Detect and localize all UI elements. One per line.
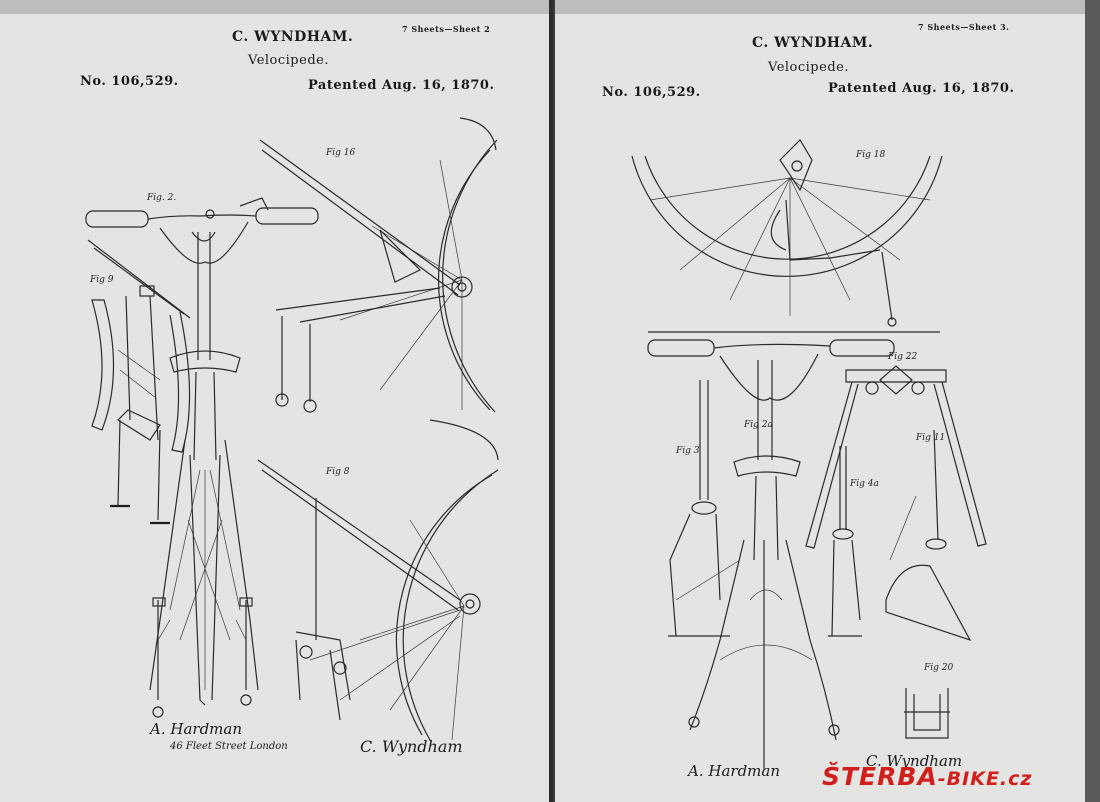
patent-title-left: Velocipede. — [248, 53, 329, 68]
fig2a-front-view — [647, 339, 895, 770]
watermark-suffix: -BIKE.cz — [937, 768, 1033, 790]
fig20-bracket — [904, 688, 950, 739]
fig-details — [668, 380, 972, 642]
fig-label: Fig 16 — [326, 148, 356, 158]
inventor-name-right: C. WYNDHAM. — [752, 35, 874, 51]
fig16-wheel — [259, 117, 498, 413]
sheet-top-band — [555, 0, 1085, 14]
fig9-lever — [87, 239, 191, 525]
sheet-top-band — [0, 0, 549, 14]
patent-sheet-right — [555, 0, 1085, 802]
fig-label: Fig. 2. — [147, 193, 177, 203]
fig2-front-view — [85, 197, 319, 718]
witness-signature-left: A. Hardman — [150, 720, 242, 738]
inventor-signature-left: C. Wyndham — [360, 737, 463, 756]
fig-label: Fig 3 — [676, 446, 700, 456]
fig-label: Fig 11 — [916, 433, 946, 443]
patent-number-right: No. 106,529. — [602, 85, 701, 100]
witness-signature-right: A. Hardman — [688, 762, 780, 780]
fig-label: Fig 22 — [888, 352, 918, 362]
patent-date-left: Patented Aug. 16, 1870. — [308, 78, 495, 93]
watermark-brand: ŠTERBA — [822, 762, 938, 791]
fig22-frame — [805, 365, 987, 549]
patent-title-right: Velocipede. — [768, 60, 849, 75]
fig-label: Fig 9 — [90, 275, 114, 285]
inventor-signature-right: C. Wyndham — [866, 752, 963, 770]
sheet-label-left: 7 Sheets—Sheet 2 — [402, 24, 491, 34]
patent-date-right: Patented Aug. 16, 1870. — [828, 81, 1015, 96]
fig18-wheel — [631, 139, 943, 333]
patent-number-left: No. 106,529. — [80, 74, 179, 89]
fig-label: Fig 4a — [850, 479, 879, 489]
fig-label: Fig 20 — [924, 663, 954, 673]
watermark-logo: ŠTERBA-BIKE.cz — [822, 762, 1032, 791]
witness-address-left: 46 Fleet Street London — [170, 741, 288, 752]
inventor-name-left: C. WYNDHAM. — [232, 29, 354, 45]
fig-label: Fig 18 — [856, 150, 886, 160]
fig-label: Fig 8 — [326, 467, 350, 477]
photo-edge — [1085, 0, 1100, 802]
fig8-wheel — [257, 419, 499, 741]
sheet-label-right: 7 Sheets—Sheet 3. — [918, 22, 1010, 32]
